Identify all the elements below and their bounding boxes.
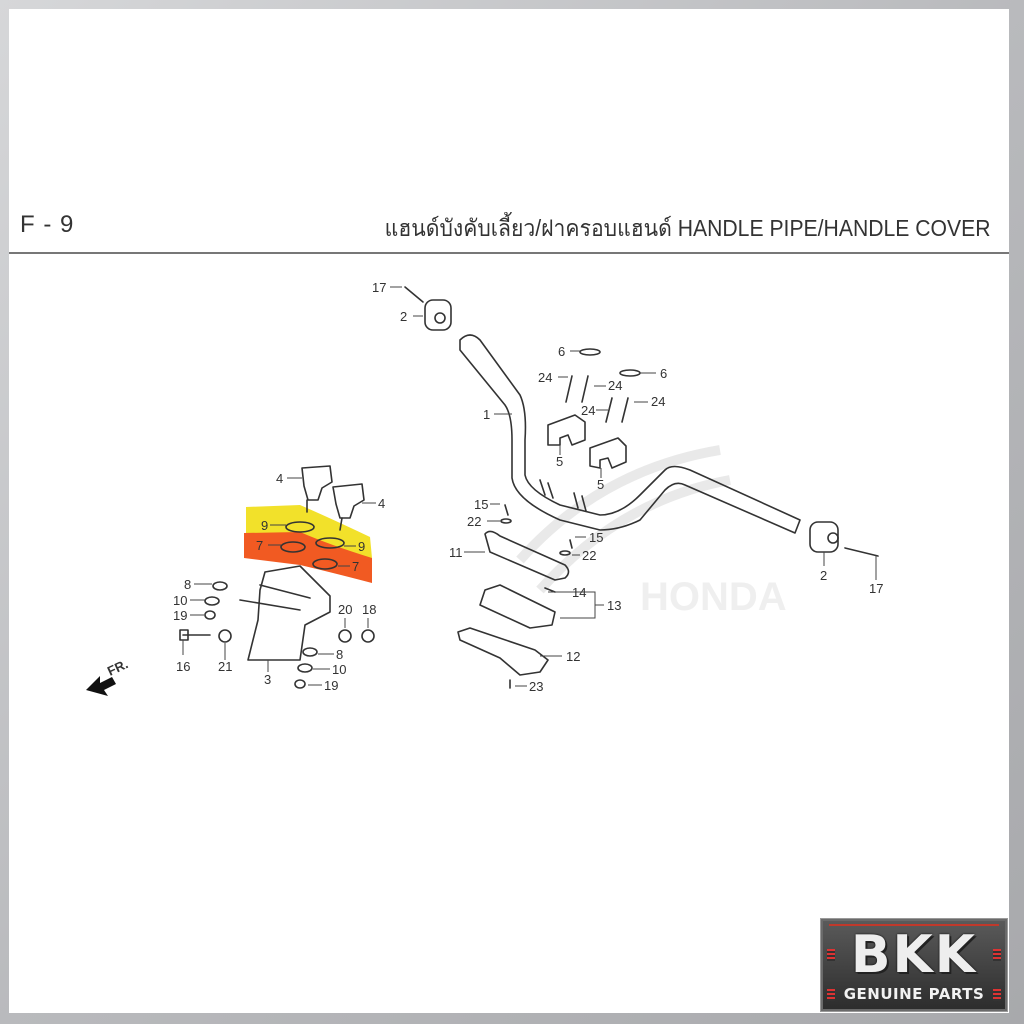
callout-18: 18 <box>362 602 376 617</box>
callout-24: 24 <box>608 378 622 393</box>
callout-14: 14 <box>572 585 586 600</box>
callout-9: 9 <box>358 539 365 554</box>
svg-text:FR.: FR. <box>105 656 130 678</box>
callout-1: 1 <box>483 407 490 422</box>
callout-4: 4 <box>276 471 283 486</box>
callout-19: 19 <box>173 608 187 623</box>
part-callouts: 17 2 1 6 6 24 24 24 24 5 5 4 4 9 9 7 7 8… <box>173 280 883 694</box>
callout-17: 17 <box>372 280 386 295</box>
callout-6: 6 <box>558 344 565 359</box>
handle-pipe-part <box>459 334 801 534</box>
logo-brand-text: BKK <box>850 925 978 985</box>
header-divider <box>9 252 1009 254</box>
callout-15: 15 <box>589 530 603 545</box>
parts-page: F - 9 แฮนด์บังคับเลี้ยว/ฝาครอบแฮนด์ HAND… <box>9 9 1009 1013</box>
callout-7: 7 <box>256 538 263 553</box>
callout-22: 22 <box>467 514 481 529</box>
callout-9: 9 <box>261 518 268 533</box>
front-direction-arrow-icon: FR. <box>86 656 130 696</box>
callout-5: 5 <box>597 477 604 492</box>
exploded-parts-diagram: HONDA <box>86 280 883 696</box>
callout-11: 11 <box>449 545 463 560</box>
callout-5: 5 <box>556 454 563 469</box>
handle-holder-part <box>247 565 331 661</box>
callout-24: 24 <box>538 370 552 385</box>
callout-2: 2 <box>400 309 407 324</box>
callout-4: 4 <box>378 496 385 511</box>
callout-19: 19 <box>324 678 338 693</box>
logo-tagline: GENUINE PARTS <box>843 985 985 1003</box>
callout-13: 13 <box>607 598 621 613</box>
callout-24: 24 <box>651 394 665 409</box>
callout-24: 24 <box>581 403 595 418</box>
section-code: F - 9 <box>20 211 75 238</box>
handle-cover-part <box>484 530 570 581</box>
diagram-header: F - 9 แฮนด์บังคับเลี้ยว/ฝาครอบแฮนด์ HAND… <box>9 199 1009 254</box>
callout-8: 8 <box>336 647 343 662</box>
bar-end-weight-part <box>424 299 452 331</box>
callout-2: 2 <box>820 568 827 583</box>
callout-12: 12 <box>566 649 580 664</box>
callout-7: 7 <box>352 559 359 574</box>
bkk-genuine-parts-logo: BKK GENUINE PARTS <box>821 919 1007 1011</box>
svg-text:HONDA: HONDA <box>640 575 787 619</box>
callout-20: 20 <box>338 602 352 617</box>
callout-15: 15 <box>474 497 488 512</box>
page-title: แฮนด์บังคับเลี้ยว/ฝาครอบแฮนด์ HANDLE PIP… <box>385 215 991 241</box>
callout-16: 16 <box>176 659 190 674</box>
callout-10: 10 <box>332 662 346 677</box>
callout-10: 10 <box>173 593 187 608</box>
callout-3: 3 <box>264 672 271 687</box>
callout-6: 6 <box>660 366 667 381</box>
callout-17: 17 <box>869 581 883 596</box>
honda-watermark: HONDA <box>516 445 787 619</box>
callout-21: 21 <box>218 659 232 674</box>
callout-22: 22 <box>582 548 596 563</box>
callout-23: 23 <box>529 679 543 694</box>
callout-8: 8 <box>184 577 191 592</box>
